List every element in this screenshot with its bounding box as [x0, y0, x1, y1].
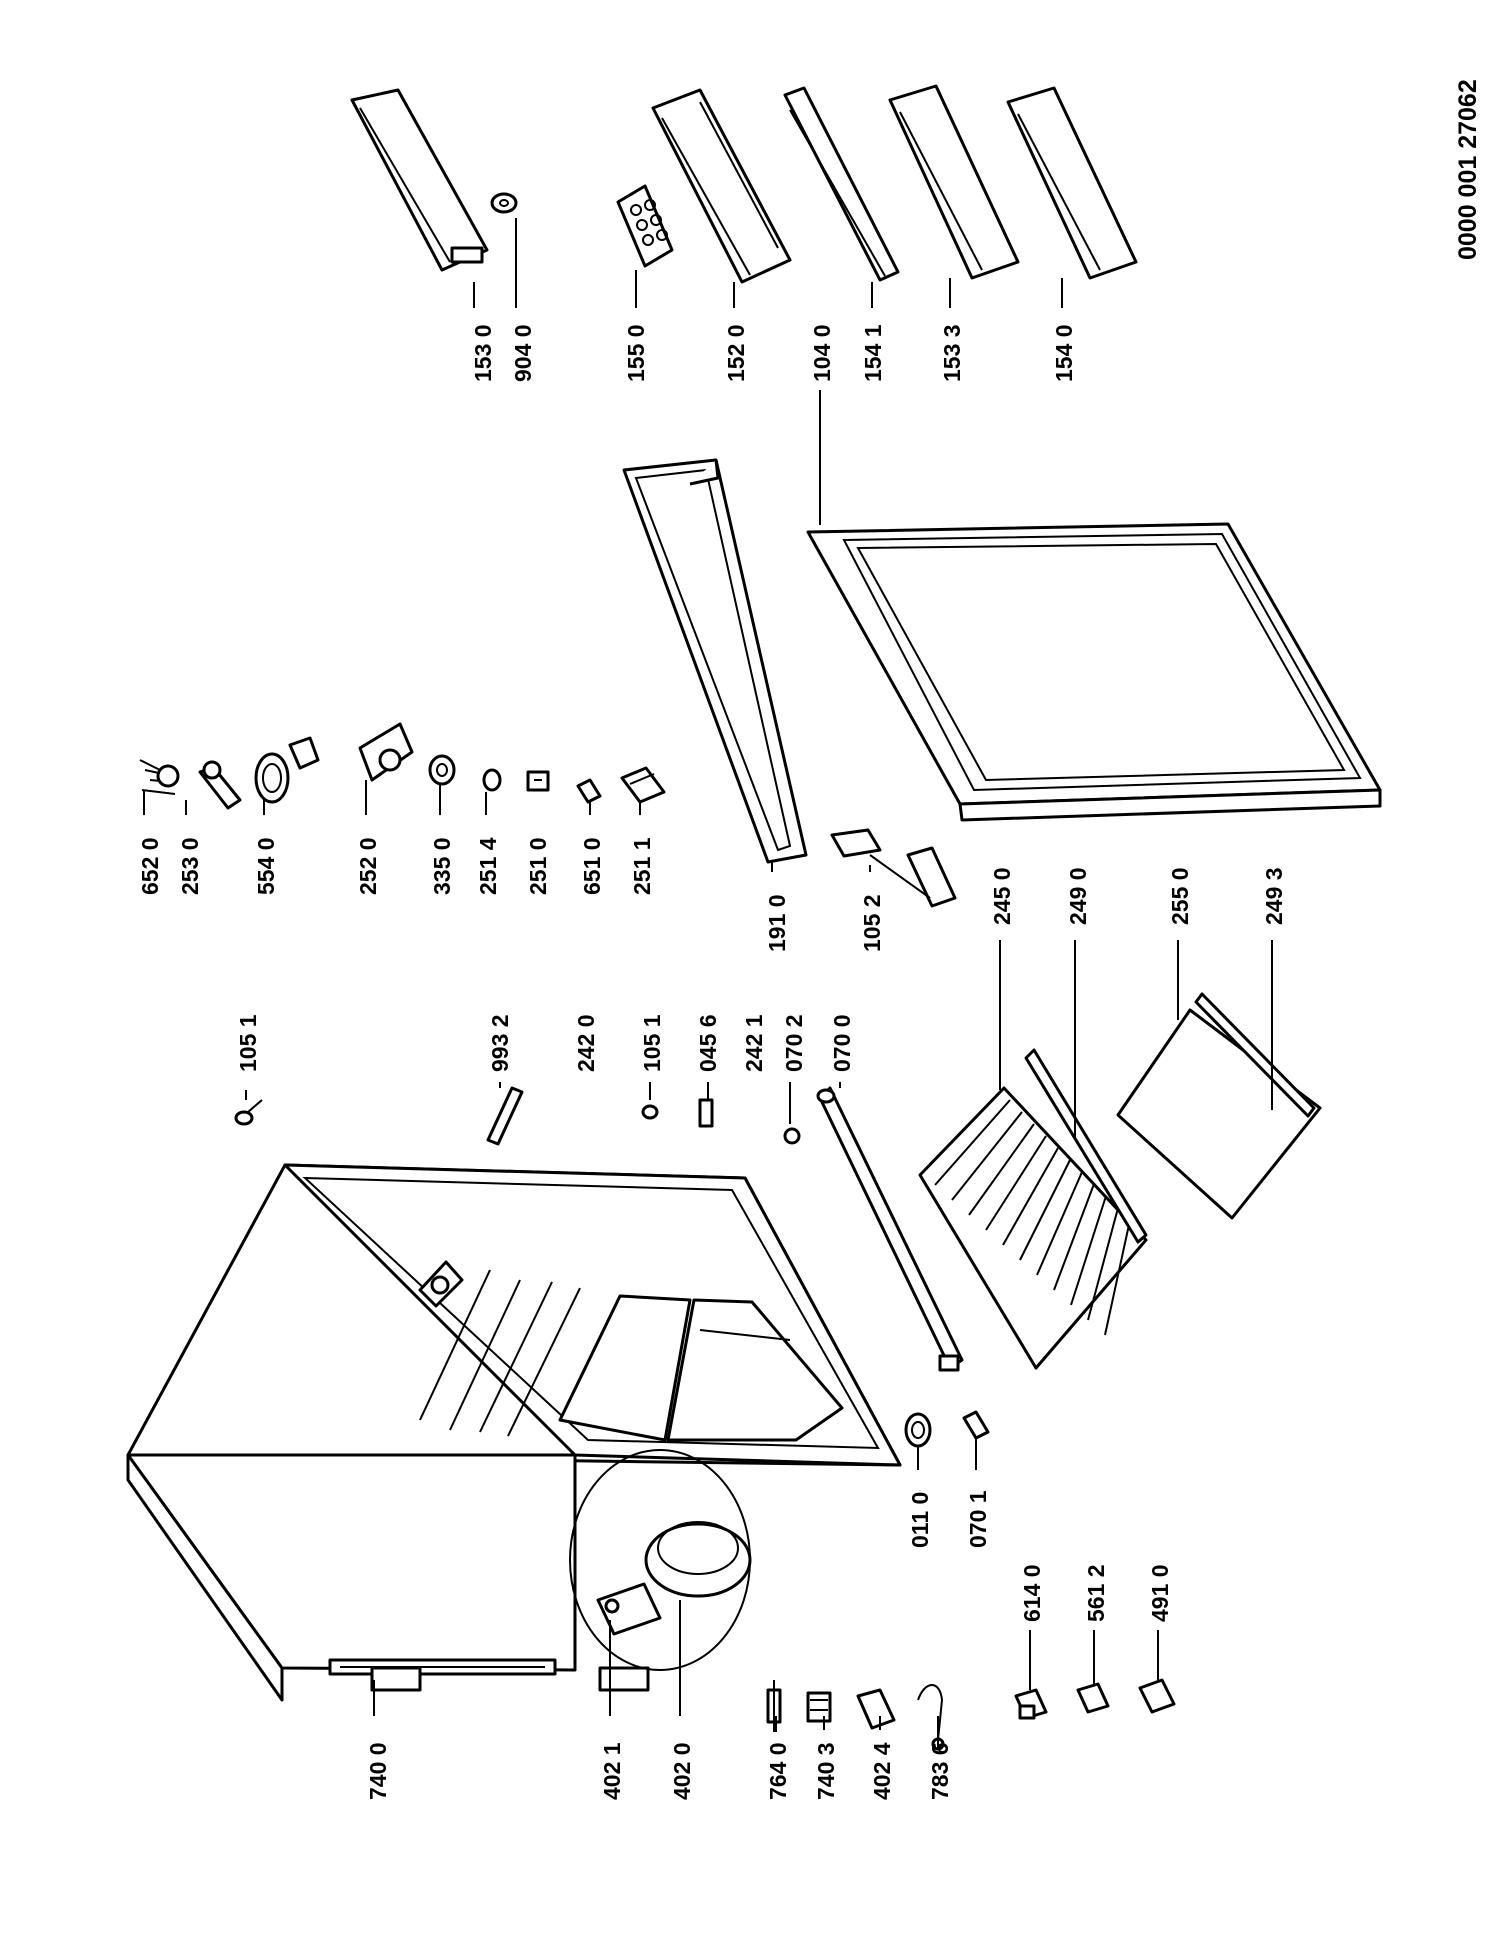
thermostat-housing-part: [358, 722, 414, 782]
small-knob-part: [482, 768, 502, 792]
callout-105-1-mid: 105 1: [639, 1014, 665, 1072]
callout-253-0: 253 0: [177, 837, 203, 895]
callout-191-0: 191 0: [764, 894, 790, 952]
screw-part: [234, 1099, 263, 1126]
lid-part: [490, 192, 518, 214]
relay-bottom-part: [1076, 1682, 1110, 1714]
callout-155-0: 155 0: [623, 324, 649, 382]
callout-249-3: 249 3: [1261, 867, 1287, 925]
callout-070-0: 070 0: [829, 1014, 855, 1072]
callout-255-0: 255 0: [1167, 867, 1193, 925]
callout-105-1-top: 105 1: [235, 1014, 261, 1072]
light-cover-part: [486, 1086, 524, 1146]
sensor-part: [576, 778, 602, 804]
callout-251-1: 251 1: [629, 837, 655, 895]
callout-764-0: 764 0: [765, 1742, 791, 1800]
callout-242-1: 242 1: [741, 1014, 767, 1072]
callout-105-2: 105 2: [859, 894, 885, 952]
shelf-trim-part: [1024, 1048, 1148, 1244]
callout-652-0: 652 0: [137, 837, 163, 895]
callout-335-0: 335 0: [429, 837, 455, 895]
callout-045-6: 045 6: [695, 1014, 721, 1072]
cable-part: [917, 1684, 945, 1751]
callout-153-3: 153 3: [939, 324, 965, 382]
door-gasket-part: [622, 458, 808, 864]
plug-part: [783, 1127, 801, 1145]
capacitor-part: [766, 1680, 782, 1732]
refrigerator-cabinet: [126, 1163, 902, 1702]
callout-251-0: 251 0: [525, 837, 551, 895]
door-hinge-part: [830, 828, 957, 908]
callout-249-0: 249 0: [1065, 867, 1091, 925]
callout-245-0: 245 0: [989, 867, 1015, 925]
callout-242-0: 242 0: [573, 1014, 599, 1072]
thermostat-knob-part: [198, 760, 242, 810]
door-panel-part: [806, 522, 1382, 822]
bottle-retainer-part: [783, 86, 900, 282]
callout-783-6: 783 6: [927, 1742, 953, 1800]
lamp-holder-part: [254, 736, 320, 804]
callout-993-2: 993 2: [487, 1014, 513, 1072]
terminal-part: [1014, 1688, 1048, 1720]
callout-651-0: 651 0: [579, 837, 605, 895]
relay-part: [904, 1412, 932, 1448]
bracket-part: [526, 770, 550, 792]
callout-070-2: 070 2: [781, 1014, 807, 1072]
callout-152-0: 152 0: [723, 324, 749, 382]
glass-shelf-trim-part: [1194, 992, 1316, 1118]
wire-shelf-part: [918, 1086, 1148, 1370]
callout-070-1: 070 1: [965, 1490, 991, 1548]
shelf-rail-part: [816, 1086, 964, 1372]
callout-561-2: 561 2: [1083, 1564, 1109, 1622]
door-shelf-bottom-part: [1006, 86, 1138, 280]
callout-402-0: 402 0: [669, 1742, 695, 1800]
callout-153-0: 153 0: [470, 324, 496, 382]
callout-904-0: 904 0: [510, 324, 536, 382]
dairy-compartment-part: [350, 88, 489, 272]
door-shelf-middle-part: [888, 84, 1020, 280]
document-number: 0000 001 27062: [1454, 79, 1482, 260]
egg-tray-part: [616, 184, 674, 268]
callout-251-4: 251 4: [475, 837, 501, 895]
callout-740-0: 740 0: [365, 1742, 391, 1800]
callout-252-0: 252 0: [355, 837, 381, 895]
wire-harness-part: [139, 759, 180, 795]
knob-part: [428, 754, 456, 786]
callout-402-1: 402 1: [599, 1742, 625, 1800]
door-shelf-tall-part: [651, 88, 792, 284]
callout-011-0: 011 0: [907, 1492, 933, 1548]
callout-491-0: 491 0: [1147, 1564, 1173, 1622]
screw-small-part: [641, 1104, 659, 1120]
callout-154-0: 154 0: [1051, 324, 1077, 382]
callout-554-0: 554 0: [253, 837, 279, 895]
thermostat-part: [620, 766, 666, 804]
bracket-bottom-part: [856, 1688, 896, 1730]
fuse-part: [1138, 1678, 1176, 1714]
callout-614-0: 614 0: [1019, 1564, 1045, 1622]
glass-shelf-part: [1116, 1008, 1322, 1220]
callout-402-4: 402 4: [869, 1742, 895, 1800]
callout-154-1: 154 1: [860, 324, 886, 382]
grommet-part: [806, 1691, 832, 1723]
clip-part: [962, 1410, 990, 1440]
callout-104-0: 104 0: [809, 324, 835, 382]
callout-740-3: 740 3: [813, 1742, 839, 1800]
pin-part: [698, 1098, 714, 1128]
